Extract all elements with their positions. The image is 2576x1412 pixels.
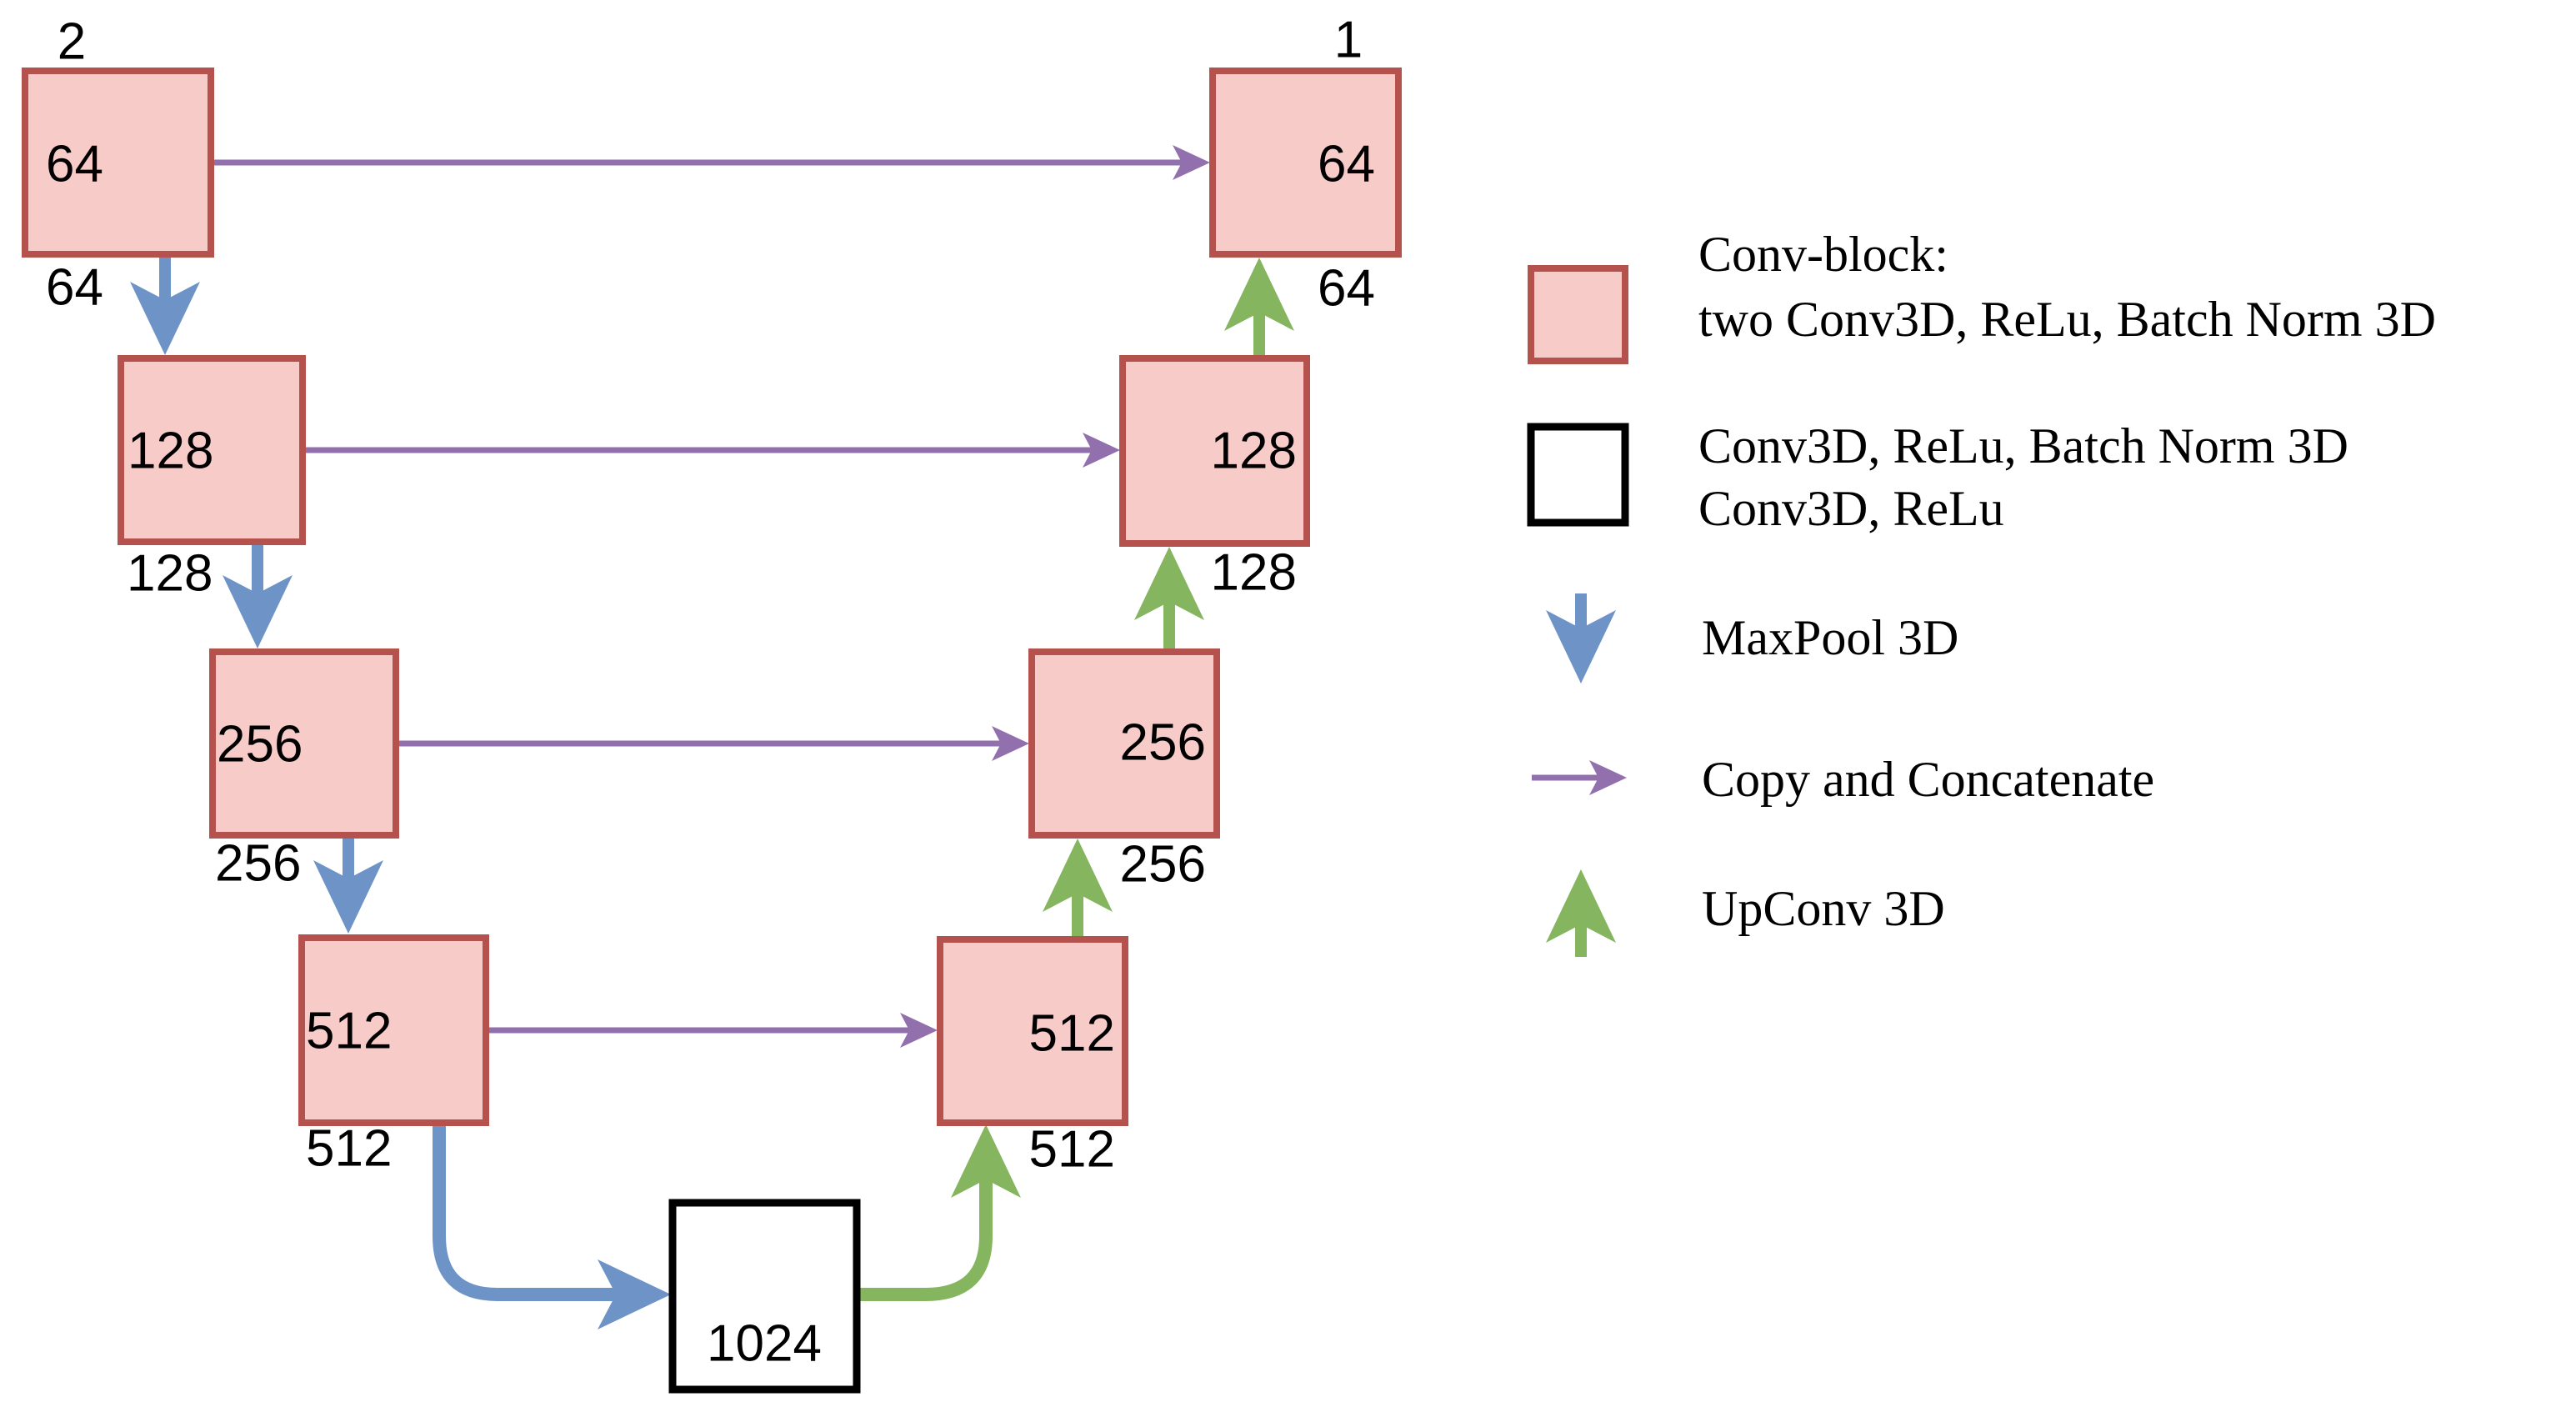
encoder-64-out-label: 64 xyxy=(46,259,103,317)
encoder-512-filters-label: 512 xyxy=(306,1003,392,1060)
decoder-512-filters-label: 512 xyxy=(1029,1005,1115,1063)
legend-plain-block-swatch-icon xyxy=(1527,423,1629,527)
maxpool-arrow-to-bottleneck xyxy=(433,1123,671,1329)
encoder-64-filters-label: 64 xyxy=(46,136,103,193)
bottleneck-filters-label: 1024 xyxy=(707,1315,822,1373)
decoder-128-filters-label: 128 xyxy=(1211,423,1297,480)
encoder-block-64 xyxy=(22,68,214,258)
legend-conv-block-desc: two Conv3D, ReLu, Batch Norm 3D xyxy=(1698,292,2436,347)
encoder-128-out-label: 128 xyxy=(127,545,213,603)
output-channels-label: 1 xyxy=(1334,12,1363,69)
legend-conv-block-title: Conv-block: xyxy=(1698,227,1948,282)
legend-plain-block-line2: Conv3D, ReLu xyxy=(1698,481,2004,536)
bottleneck-block-1024 xyxy=(668,1199,861,1394)
encoder-block-256 xyxy=(209,648,399,839)
decoder-512-out-label: 512 xyxy=(1029,1121,1115,1179)
decoder-256-filters-label: 256 xyxy=(1120,714,1206,772)
decoder-256-out-label: 256 xyxy=(1120,836,1206,894)
legend-upconv-label: UpConv 3D xyxy=(1702,881,1945,936)
legend-plain-block-line1: Conv3D, ReLu, Batch Norm 3D xyxy=(1698,418,2348,473)
encoder-256-out-label: 256 xyxy=(215,835,301,893)
decoder-64-out-label: 64 xyxy=(1318,260,1375,318)
decoder-block-256 xyxy=(1028,648,1220,839)
encoder-256-filters-label: 256 xyxy=(217,716,303,774)
encoder-block-512 xyxy=(298,934,489,1126)
legend-maxpool-label: MaxPool 3D xyxy=(1702,610,1958,665)
decoder-block-128 xyxy=(1119,355,1310,547)
encoder-512-out-label: 512 xyxy=(306,1120,392,1178)
legend: Conv-block: two Conv3D, ReLu, Batch Norm… xyxy=(1527,227,2436,957)
encoder-128-filters-label: 128 xyxy=(128,423,213,480)
decoder-block-64 xyxy=(1209,68,1402,258)
encoder-block-128 xyxy=(118,355,306,545)
input-channels-label: 2 xyxy=(58,13,86,71)
upconv-arrow-from-bottleneck xyxy=(857,1124,1021,1301)
decoder-64-filters-label: 64 xyxy=(1318,136,1375,193)
legend-copy-label: Copy and Concatenate xyxy=(1702,752,2154,807)
legend-conv-block-swatch-icon xyxy=(1528,265,1628,364)
decoder-128-out-label: 128 xyxy=(1211,544,1297,602)
decoder-block-512 xyxy=(937,936,1128,1126)
